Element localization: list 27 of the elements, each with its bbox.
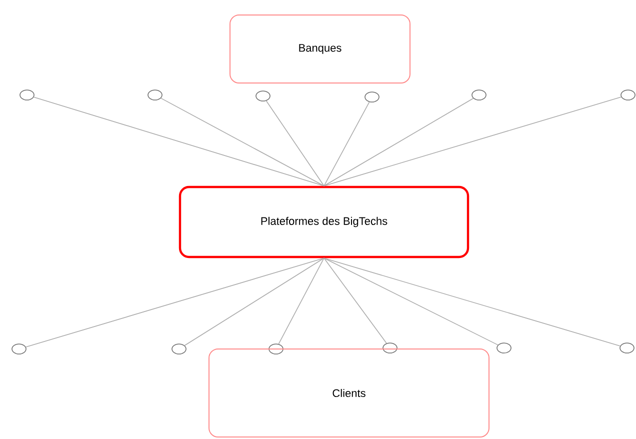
connector-line	[324, 258, 387, 344]
connector-line	[160, 98, 324, 186]
connector-circle	[20, 90, 34, 100]
connector-line	[278, 258, 324, 344]
connector-circle	[12, 344, 26, 354]
text-box: Banques	[230, 14, 410, 84]
connector-line	[324, 258, 498, 346]
connector-line	[33, 96, 324, 186]
connector-line	[324, 258, 621, 346]
connector-circle	[620, 90, 636, 100]
connector-circle	[496, 342, 512, 354]
text-box: Plateformes des BigTechs	[178, 186, 470, 258]
connector-line	[324, 96, 622, 186]
connector-circle	[172, 344, 186, 354]
connector-line	[324, 98, 474, 186]
connector-line	[324, 102, 370, 186]
connector-circle	[148, 90, 162, 100]
connector-line	[25, 258, 324, 348]
connector-circle	[364, 92, 380, 102]
connector-circle	[472, 90, 486, 100]
connector-line	[184, 258, 324, 346]
connector-circle	[620, 342, 634, 354]
connector-line	[266, 100, 324, 186]
text-box: Clients	[208, 348, 490, 438]
connector-circle	[382, 342, 398, 354]
connector-circle	[256, 90, 270, 102]
connector-circle	[268, 344, 284, 354]
